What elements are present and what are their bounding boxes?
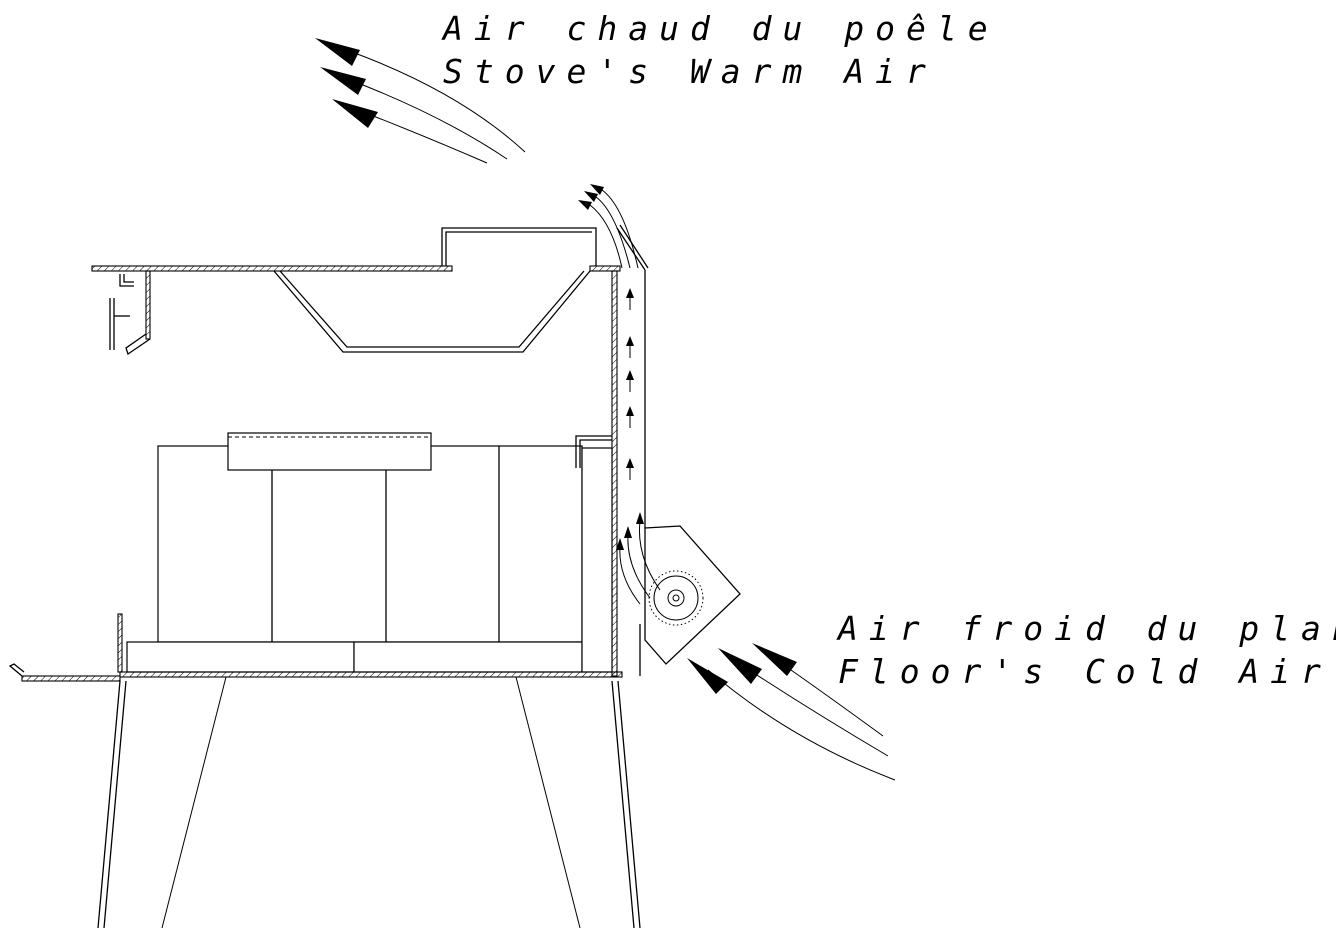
top-plate: [91, 227, 621, 353]
cold-air-label-en: Floor's Cold Air: [838, 652, 1332, 691]
cold-air-label-fr: Air froid du plancher: [836, 609, 1336, 648]
duct-arrows: [626, 288, 634, 480]
base-plate: [8, 663, 623, 682]
rear-duct: [611, 224, 649, 677]
blower-housing: [616, 512, 741, 676]
left-trim: [109, 270, 151, 356]
warm-air-arrows: [315, 38, 526, 164]
warm-air-label-fr: Air chaud du poêle: [441, 9, 999, 48]
warm-air-label-en: Stove's Warm Air: [443, 52, 937, 91]
pedestal: [97, 676, 641, 928]
firebox: [117, 432, 613, 673]
cold-air-arrows: [687, 643, 896, 781]
outlet-arrows: [578, 184, 639, 269]
